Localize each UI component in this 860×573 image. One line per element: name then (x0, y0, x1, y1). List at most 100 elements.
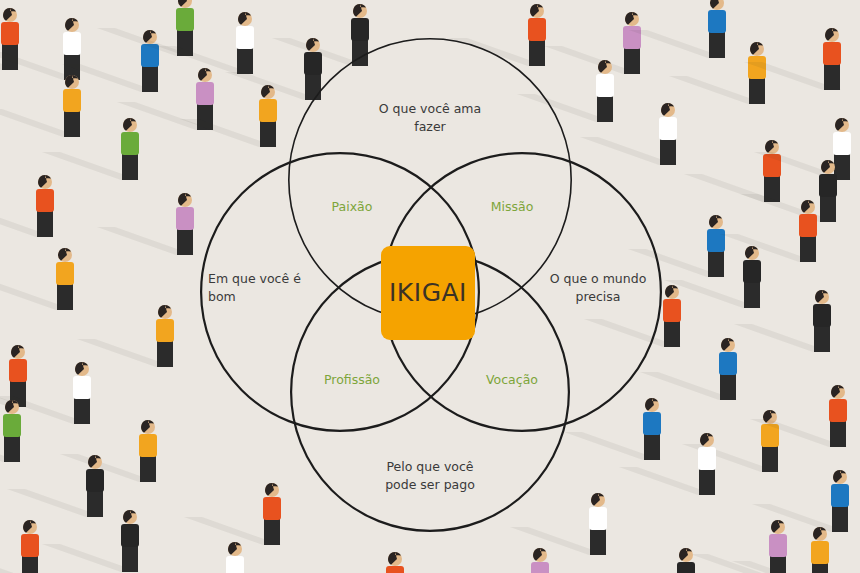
legs (529, 40, 545, 66)
face (821, 160, 835, 174)
person-figure (732, 527, 829, 573)
legs (660, 139, 676, 165)
face (228, 542, 242, 556)
hair (665, 285, 678, 298)
legs (122, 546, 138, 572)
shirt (304, 52, 322, 75)
hair (750, 42, 763, 55)
shirt (623, 26, 641, 49)
legs (157, 341, 173, 367)
face (23, 520, 37, 534)
hair (238, 12, 251, 25)
person-figure (42, 118, 139, 180)
legs (644, 434, 660, 460)
shadow (0, 209, 54, 237)
shadow (669, 76, 766, 104)
shirt (829, 399, 847, 422)
legs (260, 121, 276, 147)
hair (88, 455, 101, 468)
face (38, 175, 52, 189)
legs (744, 282, 760, 308)
person-figure (740, 160, 837, 222)
face (665, 285, 679, 299)
shadow (97, 227, 194, 255)
shirt (708, 10, 726, 33)
shirt (531, 562, 549, 573)
shirt (813, 304, 831, 327)
shirt (176, 207, 194, 230)
shirt (596, 74, 614, 97)
person-figure (157, 12, 254, 74)
overlap-label: Vocação (486, 372, 538, 387)
shadow (42, 544, 139, 572)
legs (770, 556, 786, 573)
hair (821, 160, 834, 173)
person-figure (544, 12, 641, 74)
hair (591, 493, 604, 506)
hair (709, 215, 722, 228)
hair (141, 420, 154, 433)
hair (801, 200, 814, 213)
person-figure (690, 520, 787, 573)
person-figure (0, 400, 21, 462)
person-figure (42, 510, 139, 572)
person-figure (225, 38, 322, 100)
shirt (3, 414, 21, 437)
shirt (528, 18, 546, 41)
hair (721, 338, 734, 351)
shadow (619, 467, 716, 495)
hair (228, 542, 241, 555)
person-figure (97, 193, 194, 255)
person-figure (452, 548, 549, 573)
face (825, 28, 839, 42)
shirt (139, 434, 157, 457)
hair (661, 103, 674, 116)
face (700, 433, 714, 447)
face (721, 338, 735, 352)
face (65, 18, 79, 32)
shadow (580, 137, 677, 165)
hair (700, 433, 713, 446)
shirt (176, 8, 194, 31)
legs (664, 321, 680, 347)
shirt (351, 18, 369, 41)
shirt (589, 507, 607, 530)
hair (265, 483, 278, 496)
face (65, 75, 79, 89)
person-figure (77, 305, 174, 367)
face (265, 483, 279, 497)
person-figure (598, 548, 695, 573)
hair (261, 85, 274, 98)
legs (832, 506, 848, 532)
person-figure (684, 140, 781, 202)
face (835, 118, 849, 132)
shirt (21, 534, 39, 557)
hair (745, 246, 758, 259)
face (158, 305, 172, 319)
face (5, 400, 19, 414)
person-figure (752, 470, 849, 532)
person-figure (0, 248, 74, 310)
hair (533, 548, 546, 561)
shirt (643, 412, 661, 435)
shirt (743, 260, 761, 283)
shirt (831, 484, 849, 507)
shadow (0, 434, 21, 462)
shirt (156, 319, 174, 342)
legs (762, 446, 778, 472)
person-figure (7, 455, 104, 517)
legs (820, 196, 836, 222)
legs (237, 48, 253, 74)
shirt (677, 562, 695, 573)
hair (123, 118, 136, 131)
shirt (823, 42, 841, 65)
shadow (180, 119, 277, 147)
hair (3, 8, 16, 21)
face (533, 548, 547, 562)
person-figure (564, 398, 661, 460)
hair (158, 305, 171, 318)
face (388, 552, 402, 566)
shadow (682, 444, 779, 472)
shirt (36, 189, 54, 212)
hair (58, 248, 71, 261)
